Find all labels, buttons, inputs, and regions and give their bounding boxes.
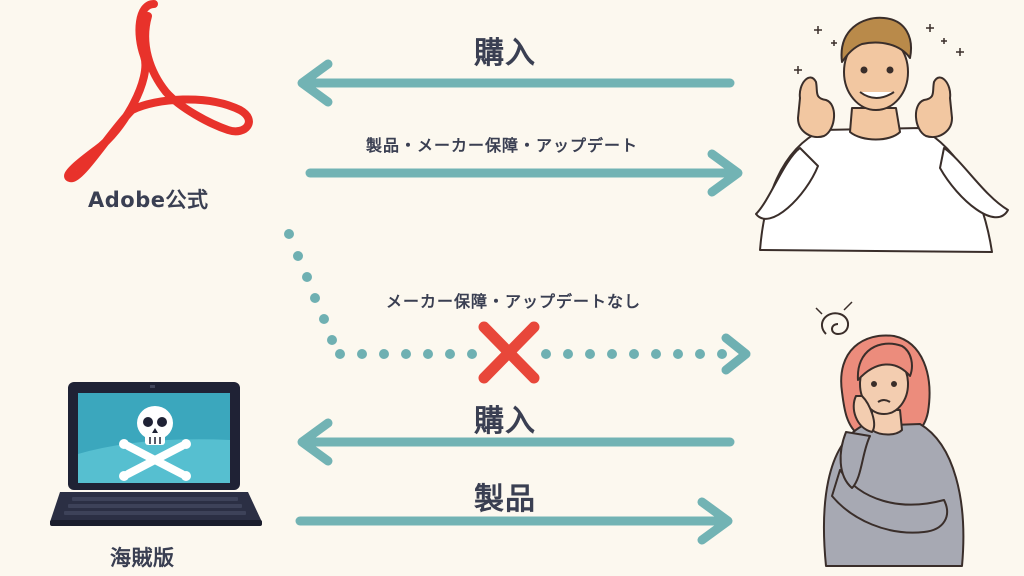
arrow-official-benefit [310, 154, 738, 192]
flow-pirate-product-label: 製品 [474, 474, 536, 518]
worried-woman-icon [816, 302, 963, 566]
flow-official-benefit-label: 製品・メーカー保障・アップデート [366, 132, 638, 156]
adobe-acrobat-logo-icon [68, 4, 249, 178]
laptop-skull-icon [50, 382, 262, 526]
flow-pirate-purchase-label: 購入 [474, 396, 536, 440]
red-x-icon [484, 327, 534, 378]
source-official-label: Adobe公式 [88, 184, 209, 214]
flow-pirate-missing-label: メーカー保障・アップデートなし [386, 288, 641, 312]
flow-official-purchase-label: 購入 [474, 28, 536, 72]
source-pirate-label: 海賊版 [110, 542, 175, 572]
thumbs-up-man-icon [756, 18, 1008, 252]
dotted-path-arrowhead [726, 338, 746, 370]
